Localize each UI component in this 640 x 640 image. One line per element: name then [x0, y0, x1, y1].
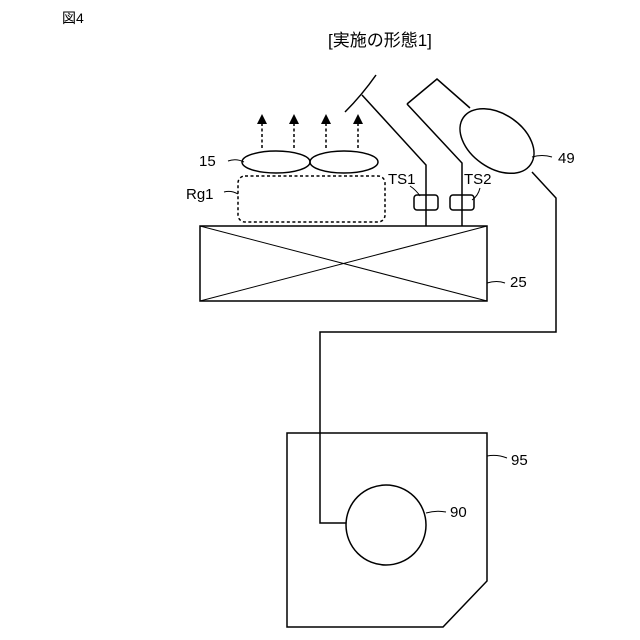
part49-leader-line [532, 156, 552, 158]
arrow-head-icon [321, 114, 331, 124]
figure-label: 図4 [62, 10, 84, 26]
airflow-arrows [257, 114, 363, 148]
fan-pair [242, 151, 378, 173]
heat-exchanger-25 [200, 226, 487, 301]
pipe-right-top [407, 79, 470, 108]
part90-leader-line [426, 511, 446, 513]
housing-label: 95 [511, 452, 528, 469]
region-label: Rg1 [186, 186, 214, 203]
arrow-head-icon [353, 114, 363, 124]
housing-95 [287, 433, 487, 627]
sensor2-leader-line [472, 188, 480, 200]
arrow-head-icon [289, 114, 299, 124]
part49-label: 49 [558, 150, 575, 167]
arrow-head-icon [257, 114, 267, 124]
fan-left [242, 151, 310, 173]
fan-label: 15 [199, 153, 216, 170]
figure-title: [実施の形態1] [328, 31, 432, 50]
sensor2-label: TS2 [464, 171, 492, 188]
fan-right [310, 151, 378, 173]
housing-leader-line [487, 455, 507, 458]
sensor1-label: TS1 [388, 171, 416, 188]
region-rg1 [238, 176, 385, 222]
hx-leader-line [487, 282, 505, 284]
pipe-left-curve [345, 75, 376, 112]
heat-exchanger-label: 25 [510, 274, 527, 291]
pipe-right-down [407, 104, 462, 226]
part90-label: 90 [450, 504, 467, 521]
component-90 [346, 485, 426, 565]
region-leader-line [224, 191, 238, 194]
refrigerant-line [320, 172, 556, 523]
